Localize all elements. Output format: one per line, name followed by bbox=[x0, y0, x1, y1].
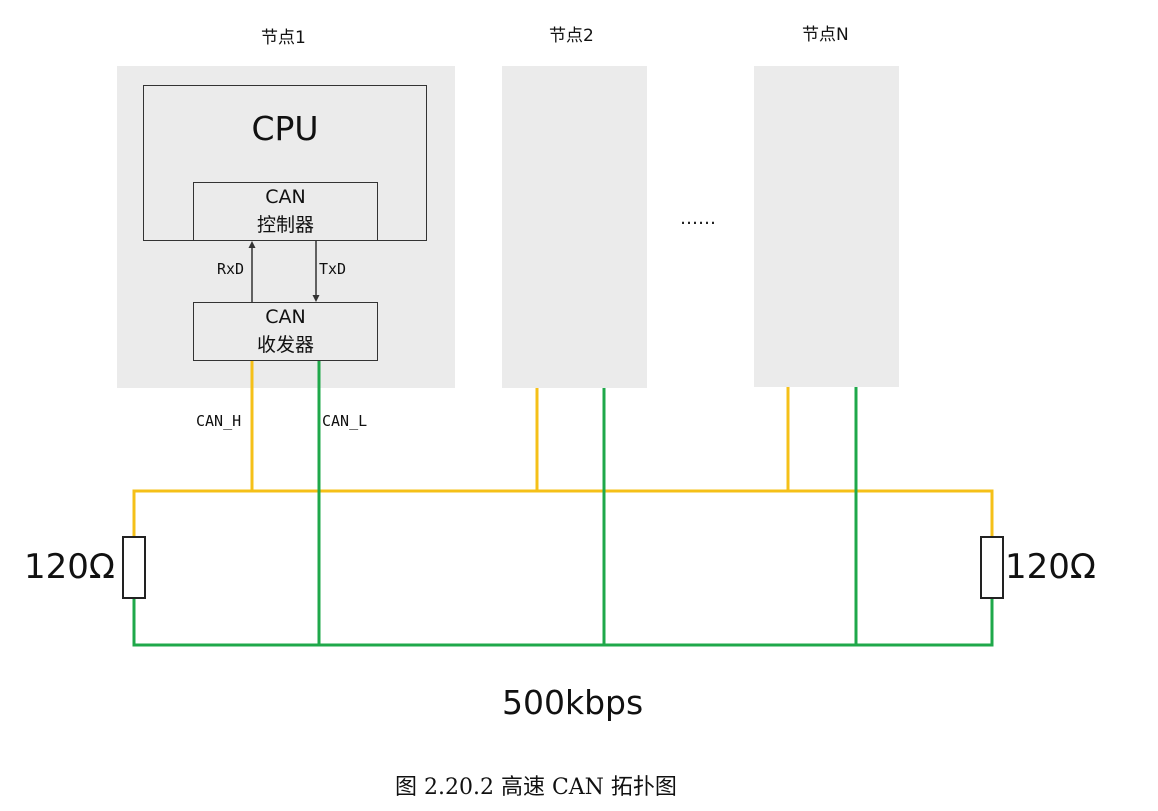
can-l-label: CAN_L bbox=[322, 412, 368, 430]
left-resistor bbox=[122, 536, 146, 599]
figure-caption: 图 2.20.2 高速 CAN 拓扑图 bbox=[395, 775, 677, 800]
right-resistor-label: 120Ω bbox=[1005, 547, 1096, 587]
rxd-arrowhead bbox=[248, 241, 256, 248]
rxd-label: RxD bbox=[217, 260, 245, 278]
more-nodes-ellipsis: …… bbox=[680, 208, 716, 229]
can-h-label: CAN_H bbox=[196, 412, 242, 430]
node-n-panel bbox=[754, 66, 899, 387]
can-transceiver-box: CAN 收发器 bbox=[193, 302, 378, 361]
right-resistor bbox=[980, 536, 1004, 599]
node-2-panel bbox=[502, 66, 647, 388]
can-l-lines bbox=[132, 361, 994, 647]
can-controller-line2: 控制器 bbox=[256, 214, 314, 236]
can-transceiver-line2: 收发器 bbox=[256, 334, 314, 356]
node-n-title: 节点N bbox=[802, 25, 849, 45]
can-controller-box: CAN 控制器 bbox=[193, 182, 378, 241]
can-transceiver-line1: CAN bbox=[265, 306, 306, 328]
txd-label: TxD bbox=[319, 260, 347, 278]
left-resistor-label: 120Ω bbox=[24, 547, 115, 587]
cpu-label: CPU bbox=[251, 109, 319, 148]
can-controller-line1: CAN bbox=[265, 186, 306, 208]
node-2-title: 节点2 bbox=[549, 26, 594, 46]
txd-arrowhead bbox=[312, 295, 320, 302]
can-h-lines bbox=[132, 361, 994, 537]
node-1-title: 节点1 bbox=[261, 28, 306, 48]
bus-speed-label: 500kbps bbox=[502, 683, 644, 722]
